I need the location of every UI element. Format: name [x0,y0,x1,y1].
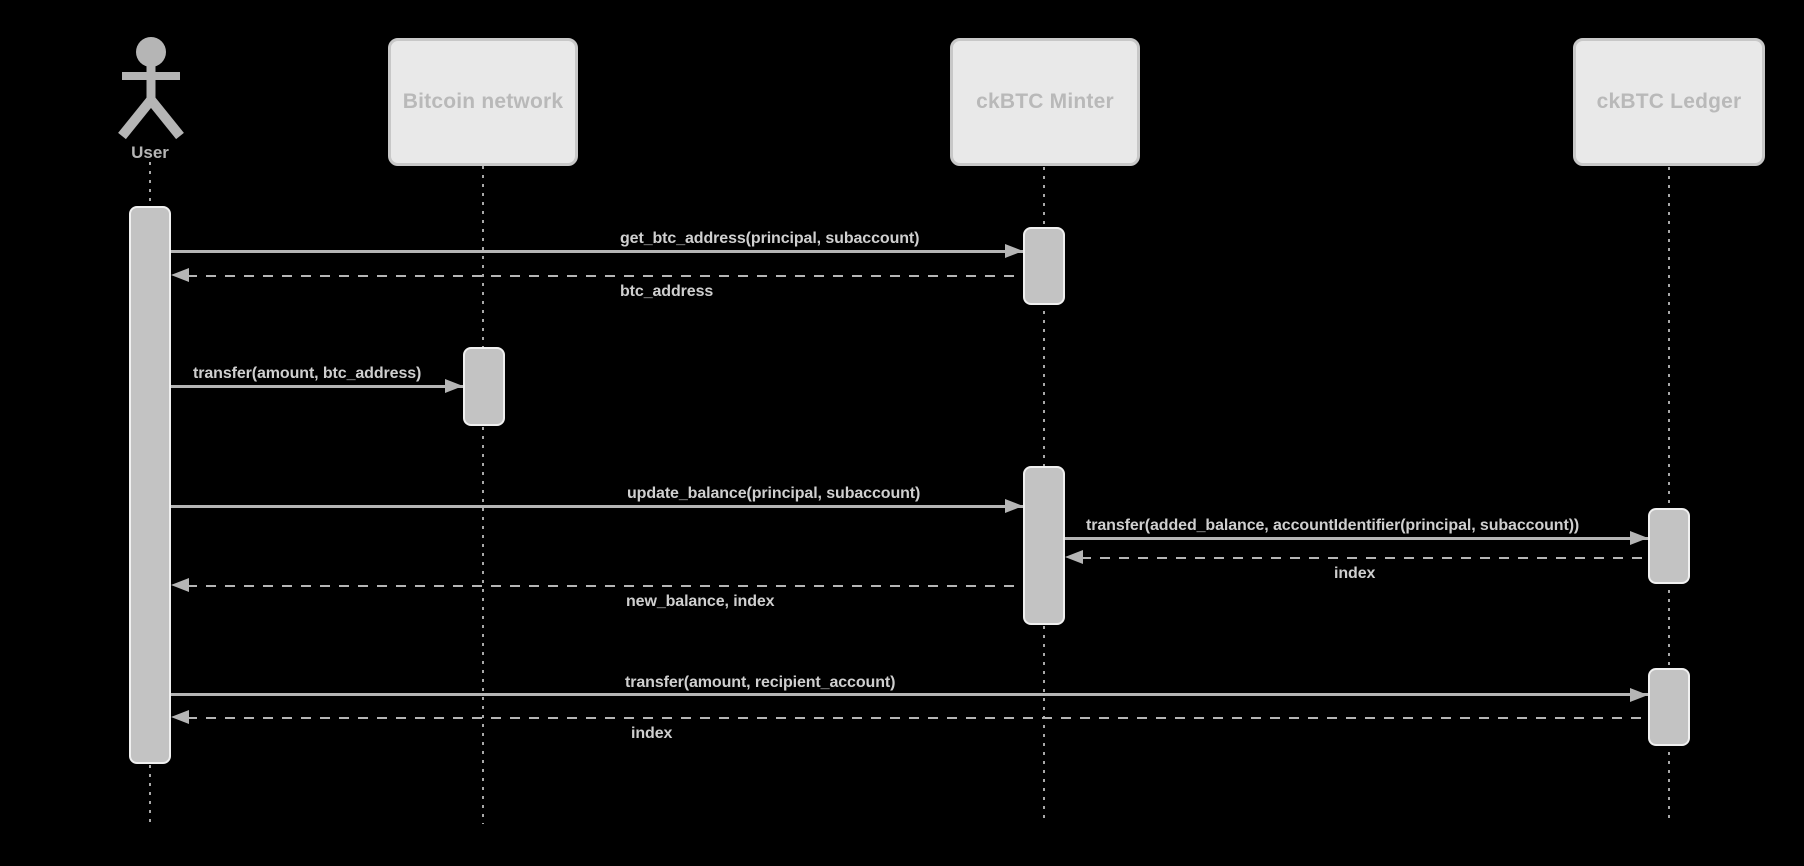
message-label-index-2: index [631,725,673,742]
message-label-transfer-recipient: transfer(amount, recipient_account) [625,674,896,691]
message-label-transfer-btc: transfer(amount, btc_address) [193,365,422,382]
actor-label-user: User [131,143,169,162]
arrowhead-right-icon [445,379,463,393]
message-line-get-btc-address [171,250,1023,253]
arrowhead-right-icon [1630,688,1648,702]
message-line-btc-address-return [187,275,1023,277]
message-line-index-return-2 [187,717,1648,719]
activation-ckbtc-minter-2 [1023,466,1065,625]
activation-ckbtc-ledger-2 [1648,668,1690,746]
activation-user [129,206,171,764]
activation-ckbtc-minter-1 [1023,227,1065,305]
arrowhead-left-icon [1065,550,1083,564]
message-label-transfer-added-balance: transfer(added_balance, accountIdentifie… [1086,517,1580,534]
message-line-index-return-1 [1081,557,1648,559]
activation-ckbtc-ledger-1 [1648,508,1690,584]
participant-label-bitcoin-network: Bitcoin network [402,90,564,113]
arrowhead-right-icon [1630,531,1648,545]
message-line-update-balance [171,505,1023,508]
message-line-new-balance-return [187,585,1023,587]
user-actor-icon [118,37,184,140]
arrowhead-right-icon [1005,244,1023,258]
message-line-transfer-recipient [171,693,1648,696]
lifeline-bitcoin-network [482,166,484,824]
participant-label-ckbtc-ledger: ckBTC Ledger [1596,90,1742,113]
message-label-update-balance: update_balance(principal, subaccount) [627,485,921,502]
lifeline-ckbtc-ledger [1668,167,1670,824]
arrowhead-left-icon [171,710,189,724]
message-label-btc-address: btc_address [620,283,714,300]
message-line-transfer-added-balance [1065,537,1648,540]
arrowhead-left-icon [171,268,189,282]
activation-bitcoin-network [463,347,505,426]
participant-bitcoin-network: Bitcoin network [388,38,578,166]
arrowhead-left-icon [171,578,189,592]
message-label-new-balance-index: new_balance, index [626,593,775,610]
participant-ckbtc-minter: ckBTC Minter [950,38,1140,166]
message-label-get-btc-address: get_btc_address(principal, subaccount) [620,230,920,247]
participant-ckbtc-ledger: ckBTC Ledger [1573,38,1765,166]
arrowhead-right-icon [1005,499,1023,513]
participant-label-ckbtc-minter: ckBTC Minter [976,90,1114,113]
message-line-transfer-btc [171,385,463,388]
message-label-index-1: index [1334,565,1376,582]
